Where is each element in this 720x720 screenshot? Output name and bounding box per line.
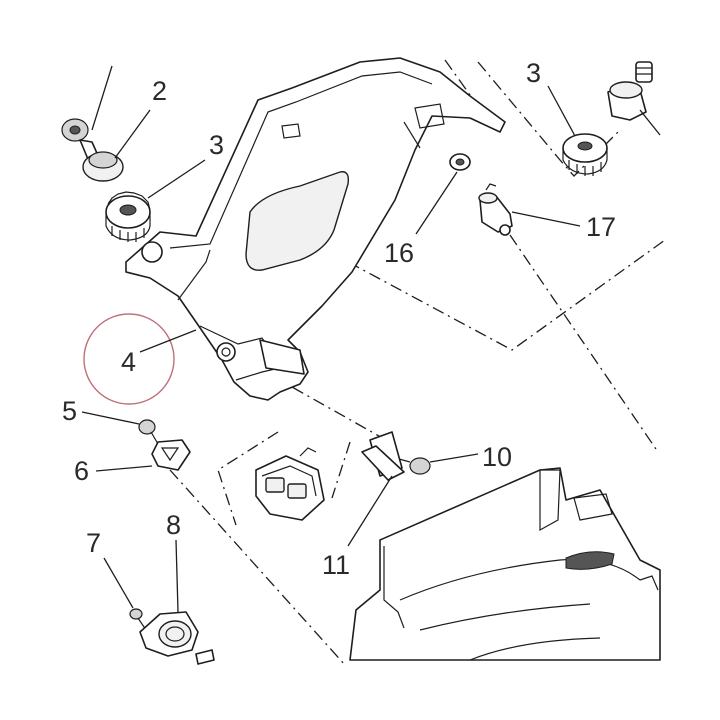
callout-16: 16 [384,238,414,268]
callout-3-right: 3 [526,58,541,88]
callout-17: 17 [586,212,616,242]
bushing-right [607,61,661,136]
nut-part-16 [415,153,471,235]
callout-8: 8 [166,510,181,540]
main-bracket [125,57,506,401]
bolt-part-5 [81,411,159,445]
bolt-part-7 [103,557,147,631]
bracket-part-8 [139,539,215,665]
callout-4: 4 [121,347,136,377]
callout-10: 10 [482,442,512,472]
leader-part-4 [139,329,197,353]
callout-7: 7 [86,528,101,558]
bolt-part-10 [387,453,479,475]
callout-3-left: 3 [209,130,224,160]
callout-5: 5 [62,396,77,426]
electrical-connector [255,447,325,521]
grommet-part-3-right [547,85,608,176]
clip-part-6 [95,439,191,472]
washer-part-2 [82,109,151,182]
bolt-top-left [61,65,113,165]
highlight-circle [83,313,175,405]
callout-2: 2 [152,76,167,106]
mount-part-17 [478,183,581,236]
plate-part-11 [347,431,405,547]
callout-6: 6 [74,456,89,486]
housing-assembly [349,467,661,661]
callout-labels: 2 3 3 4 5 6 7 8 10 11 16 17 [62,58,616,580]
callout-11: 11 [322,550,350,580]
grommet-part-3-left [105,159,206,242]
